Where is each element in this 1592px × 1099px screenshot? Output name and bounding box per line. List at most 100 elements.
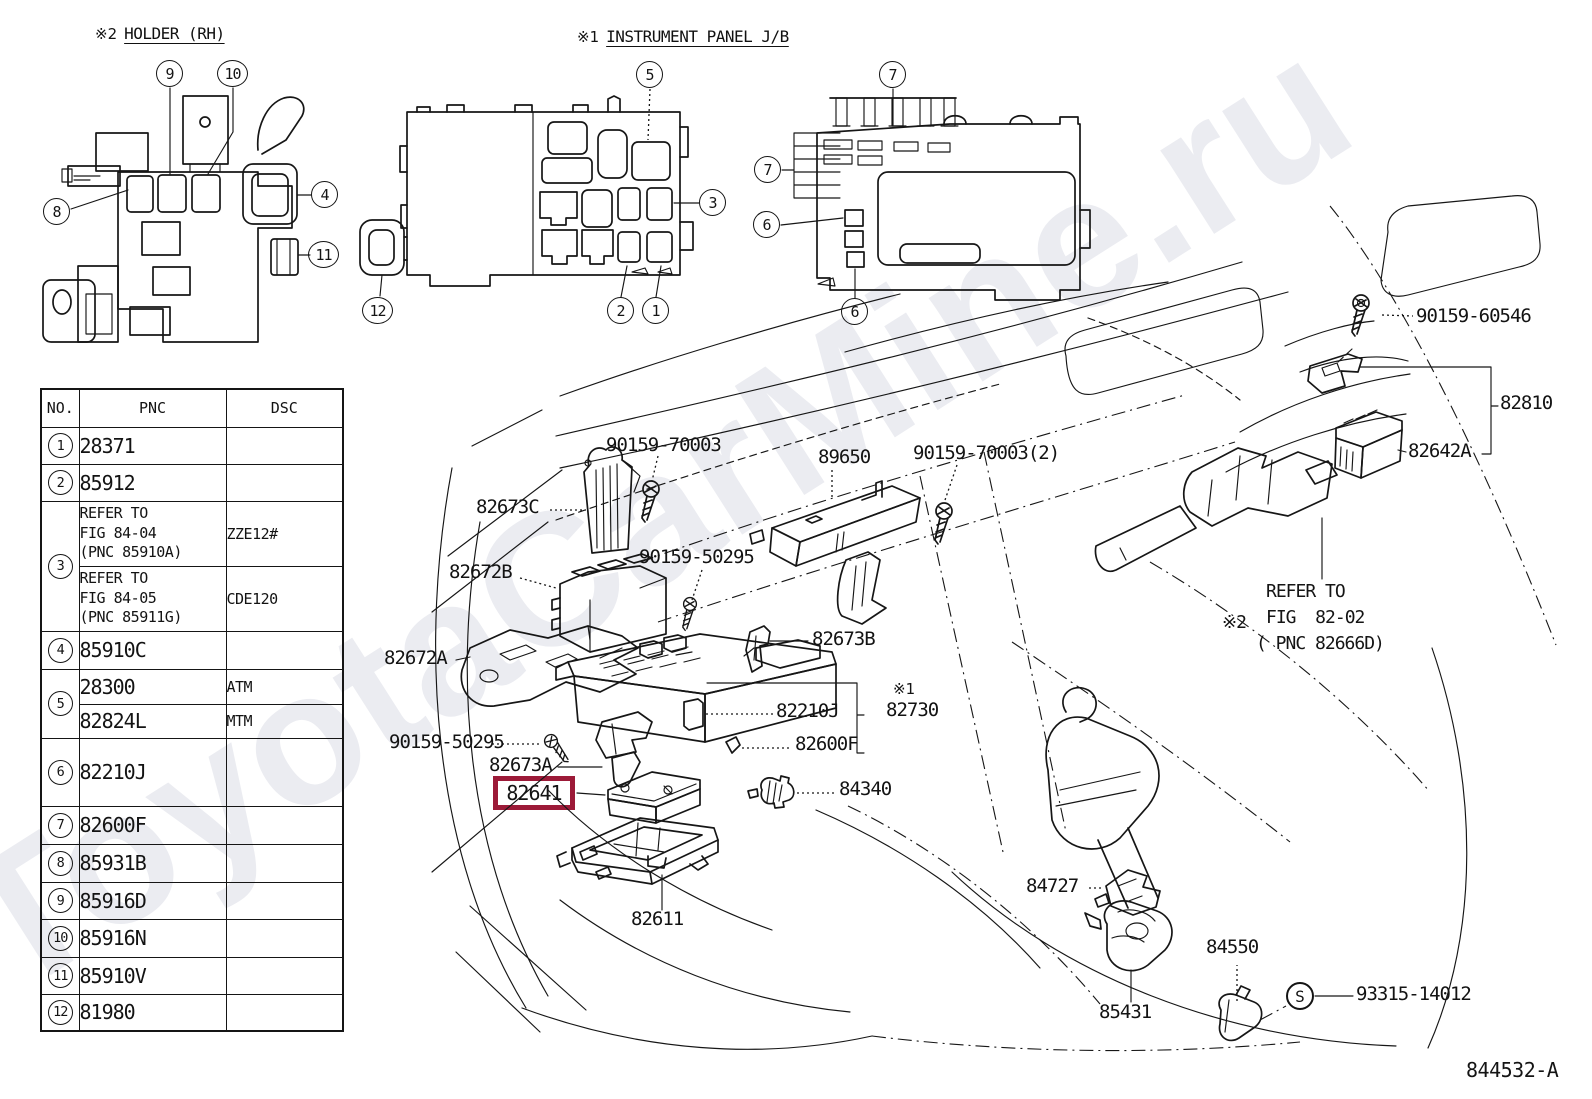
dsc-cell <box>225 993 344 1032</box>
clip-82600F <box>725 736 741 754</box>
relay-block-82672B <box>551 553 667 653</box>
screw-90159-60546 <box>1337 294 1370 363</box>
part-label-90159-50295-b[interactable]: 90159-50295 <box>389 731 505 753</box>
dsc-cell: ZZE12# <box>225 500 344 567</box>
part-label-82730[interactable]: 82730 <box>886 699 939 721</box>
clip-82810 <box>1307 353 1363 394</box>
part-label-82600F[interactable]: 82600F <box>795 733 859 755</box>
part-label-85431[interactable]: 85431 <box>1099 1001 1152 1023</box>
dsc-cell: MTM <box>225 703 344 739</box>
table-row: REFER TO FIG 84-05 (PNC 85911G) CDE120 <box>41 565 344 632</box>
part-label-84340[interactable]: 84340 <box>839 778 892 800</box>
callout-9: 9 <box>156 60 183 87</box>
table-row: 4 85910C <box>40 630 344 670</box>
part-label-93315-14012[interactable]: 93315-14012 <box>1356 983 1472 1005</box>
dsc-cell <box>225 463 344 502</box>
part-label-90159-60546[interactable]: 90159-60546 <box>1416 305 1532 327</box>
pnc-cell[interactable]: 82824L <box>78 703 227 739</box>
row-no-badge: 8 <box>47 850 73 876</box>
part-label-84550[interactable]: 84550 <box>1206 936 1259 958</box>
marker-82730: ※1 <box>893 680 916 698</box>
relay-box-82641 <box>607 771 701 824</box>
pnc-cell[interactable]: 82600F <box>78 805 227 845</box>
part-label-82672B[interactable]: 82672B <box>449 561 513 583</box>
row-no-badge: 11 <box>47 963 73 988</box>
table-row: 6 82210J <box>40 737 344 807</box>
refer-note-line1: REFER TO <box>1266 581 1346 602</box>
part-label-82642A[interactable]: 82642A <box>1408 440 1472 462</box>
figure-code: 844532-A <box>1466 1058 1559 1082</box>
instrument-panel-jb-drawing <box>359 88 700 298</box>
clip-82673B <box>743 625 771 673</box>
pnc-cell[interactable]: 85910C <box>78 630 227 670</box>
screw-90159-50295-b <box>540 731 577 765</box>
part-label-82672A[interactable]: 82672A <box>384 647 448 669</box>
pnc-cell[interactable]: 85916N <box>78 918 227 958</box>
part-label-89650[interactable]: 89650 <box>818 446 871 468</box>
lower-cover-82611 <box>556 817 719 885</box>
pnc-cell[interactable]: 85931B <box>78 843 227 883</box>
table-row: 11 85910V <box>40 956 344 995</box>
part-label-82611[interactable]: 82611 <box>631 908 684 930</box>
dsc-cell: CDE120 <box>225 565 344 632</box>
col-header-dsc: DSC <box>225 388 344 428</box>
part-label-82673B[interactable]: 82673B <box>812 628 876 650</box>
pnc-cell[interactable]: REFER TO FIG 84-05 (PNC 85911G) <box>78 565 227 632</box>
row-no-badge: 1 <box>47 433 73 458</box>
column-bracket-assy <box>1094 447 1338 573</box>
callout-8: 8 <box>43 198 70 225</box>
table-row: 9 85916D <box>40 881 344 920</box>
callout-7a: 7 <box>879 61 906 88</box>
jb-rear-drawing <box>780 88 1091 301</box>
row-no-badge: 5 <box>47 691 73 716</box>
leader-lines <box>455 314 1499 1021</box>
parts-table: NO. PNC DSC 1 28371 2 85912 3 REFER TO F… <box>40 388 344 1032</box>
row-no-badge: 7 <box>47 812 73 838</box>
s-stamp: S <box>1286 982 1314 1010</box>
row-no-badge: 6 <box>47 759 73 785</box>
table-row: 5 28300 ATM <box>40 668 344 739</box>
callout-3: 3 <box>699 189 726 216</box>
junction-block-82730 <box>555 633 837 754</box>
part-label-90159-70003-2[interactable]: 90159-70003(2) <box>913 442 1060 464</box>
pnc-cell[interactable]: 28300 <box>78 668 227 705</box>
part-label-82210J[interactable]: 82210J <box>776 700 840 722</box>
callout-6a: 6 <box>753 211 780 238</box>
dsc-cell <box>225 918 344 958</box>
connector-82210J <box>683 698 704 731</box>
row-no-badge: 2 <box>47 470 73 495</box>
table-header-row: NO. PNC DSC <box>40 388 344 428</box>
screw-90159-70003-2 <box>934 502 953 545</box>
duct-82673A <box>595 711 653 788</box>
row-no-badge: 12 <box>47 999 73 1025</box>
pnc-cell[interactable]: REFER TO FIG 84-04 (PNC 85910A) <box>78 500 227 567</box>
part-label-82810[interactable]: 82810 <box>1500 392 1553 414</box>
callout-4: 4 <box>311 181 338 208</box>
pnc-cell[interactable]: 85910V <box>78 956 227 995</box>
callout-6b: 6 <box>841 298 868 325</box>
dsc-cell <box>225 426 344 465</box>
callout-10: 10 <box>217 60 248 87</box>
callout-1: 1 <box>642 297 669 324</box>
pnc-cell[interactable]: 81980 <box>78 993 227 1032</box>
table-row: 2 85912 <box>40 463 344 502</box>
callout-11: 11 <box>308 241 339 268</box>
pnc-cell[interactable]: 28371 <box>78 426 227 465</box>
bracket-82672A <box>460 625 639 707</box>
row-no-badge: 3 <box>47 553 73 579</box>
part-label-82673C[interactable]: 82673C <box>476 496 540 518</box>
callout-12: 12 <box>362 297 393 324</box>
pnc-cell[interactable]: 85912 <box>78 463 227 502</box>
column-hole-cover-82673C <box>583 446 641 554</box>
pnc-cell[interactable]: 85916D <box>78 881 227 920</box>
relay-82642A <box>1334 409 1403 479</box>
table-row: 7 82600F <box>40 805 344 845</box>
dsc-cell <box>225 630 344 670</box>
part-label-82673A[interactable]: 82673A <box>489 754 553 776</box>
col-header-no: NO. <box>40 388 80 428</box>
pnc-cell[interactable]: 82210J <box>78 737 227 807</box>
sensor-89650 <box>749 480 921 625</box>
part-label-84727[interactable]: 84727 <box>1026 875 1079 897</box>
